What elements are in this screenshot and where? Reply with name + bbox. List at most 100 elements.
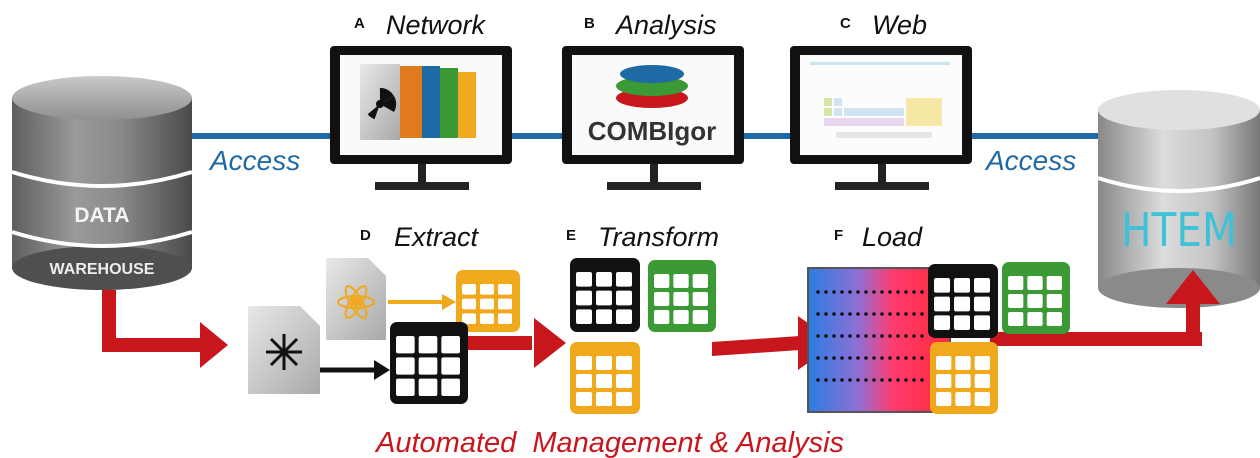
table-cell xyxy=(936,392,952,406)
transform-table-black-icon xyxy=(570,258,640,332)
table-cell xyxy=(955,356,971,370)
transform-table-green-icon xyxy=(648,260,716,332)
transform-table-orange-icon xyxy=(570,342,640,414)
table-cell xyxy=(1027,312,1043,326)
table-cell xyxy=(955,374,971,388)
section-letter-d: D xyxy=(360,227,371,244)
table-cell xyxy=(418,357,438,375)
section-title-web: Web xyxy=(872,10,927,40)
data-warehouse-database-icon xyxy=(11,76,193,290)
section-title-extract: Extract xyxy=(394,222,480,252)
table-cell xyxy=(441,378,460,396)
table-cell xyxy=(498,298,512,310)
load-table-black-icon xyxy=(928,264,998,338)
htem-logo: HTEM xyxy=(1121,203,1237,257)
table-cell xyxy=(596,356,612,370)
table-cell xyxy=(936,356,952,370)
table-cell xyxy=(576,290,592,306)
table-cell xyxy=(616,290,632,306)
section-title-load: Load xyxy=(862,222,923,252)
table-cell xyxy=(616,374,632,388)
table-cell xyxy=(934,296,950,312)
table-cell xyxy=(596,392,612,406)
table-cell xyxy=(673,310,689,324)
table-cell xyxy=(396,378,415,396)
table-cell xyxy=(934,278,950,293)
load-table-orange-icon xyxy=(930,342,998,414)
section-title-network: Network xyxy=(386,10,487,40)
table-cell xyxy=(480,313,494,324)
load-table-green-icon xyxy=(1002,262,1070,334)
table-cell xyxy=(654,310,670,324)
table-cell xyxy=(596,290,612,306)
table-cell xyxy=(692,310,708,324)
table-cell xyxy=(1046,312,1062,326)
access-label-right: Access xyxy=(984,145,1076,176)
table-cell xyxy=(934,315,950,330)
section-letter-a: A xyxy=(354,15,365,32)
table-cell xyxy=(974,356,990,370)
table-cell xyxy=(974,296,990,312)
htem-database-icon xyxy=(1097,90,1260,308)
section-letter-c: C xyxy=(840,15,851,32)
table-cell xyxy=(596,309,612,324)
table-cell xyxy=(396,336,415,354)
table-cell xyxy=(462,298,476,310)
laser-file-icon xyxy=(248,306,320,394)
table-cell xyxy=(954,315,970,330)
table-cell xyxy=(673,274,689,288)
table-cell xyxy=(498,313,512,324)
extract-output-table-icon xyxy=(456,270,520,332)
combigor-logo-icon xyxy=(616,65,688,108)
table-cell xyxy=(974,278,990,293)
table-cell xyxy=(596,272,612,287)
table-cell xyxy=(673,292,689,306)
table-cell xyxy=(654,292,670,306)
laser-icon xyxy=(266,334,302,370)
table-cell xyxy=(1027,276,1043,290)
table-cell xyxy=(955,392,971,406)
extract-table-icon xyxy=(390,322,468,404)
warehouse-label-data: DATA xyxy=(74,204,129,227)
table-cell xyxy=(692,274,708,288)
web-monitor xyxy=(790,46,972,190)
periodic-table-icon xyxy=(810,62,950,138)
table-cell xyxy=(576,374,592,388)
table-cell xyxy=(480,298,494,310)
table-cell xyxy=(576,309,592,324)
table-cell xyxy=(936,374,952,388)
atom-file-icon xyxy=(326,258,386,340)
table-cell xyxy=(1046,294,1062,308)
table-cell xyxy=(974,374,990,388)
table-cell xyxy=(692,292,708,306)
section-letter-e: E xyxy=(566,227,576,244)
table-cell xyxy=(462,313,476,324)
table-cell xyxy=(1008,294,1024,308)
table-cell xyxy=(616,272,632,287)
table-cell xyxy=(441,336,460,354)
section-title-analysis: Analysis xyxy=(614,10,717,40)
table-cell xyxy=(654,274,670,288)
table-cell xyxy=(974,392,990,406)
table-cell xyxy=(418,336,438,354)
table-cell xyxy=(1027,294,1043,308)
section-letter-b: B xyxy=(584,15,595,32)
combigor-label: COMBIgor xyxy=(588,116,717,146)
table-cell xyxy=(498,284,512,295)
table-cell xyxy=(480,284,494,295)
wafer-heatmap xyxy=(807,267,951,413)
table-cell xyxy=(462,284,476,295)
table-cell xyxy=(616,392,632,406)
table-cell xyxy=(418,378,438,396)
network-monitor xyxy=(330,46,512,190)
footer-caption: Automated Management & Analysis xyxy=(374,427,844,458)
warehouse-label-warehouse: WAREHOUSE xyxy=(50,261,155,278)
table-cell xyxy=(1008,276,1024,290)
table-cell xyxy=(954,278,970,293)
section-title-transform: Transform xyxy=(598,222,719,252)
table-cell xyxy=(576,356,592,370)
table-cell xyxy=(1008,312,1024,326)
table-cell xyxy=(576,392,592,406)
table-cell xyxy=(954,296,970,312)
